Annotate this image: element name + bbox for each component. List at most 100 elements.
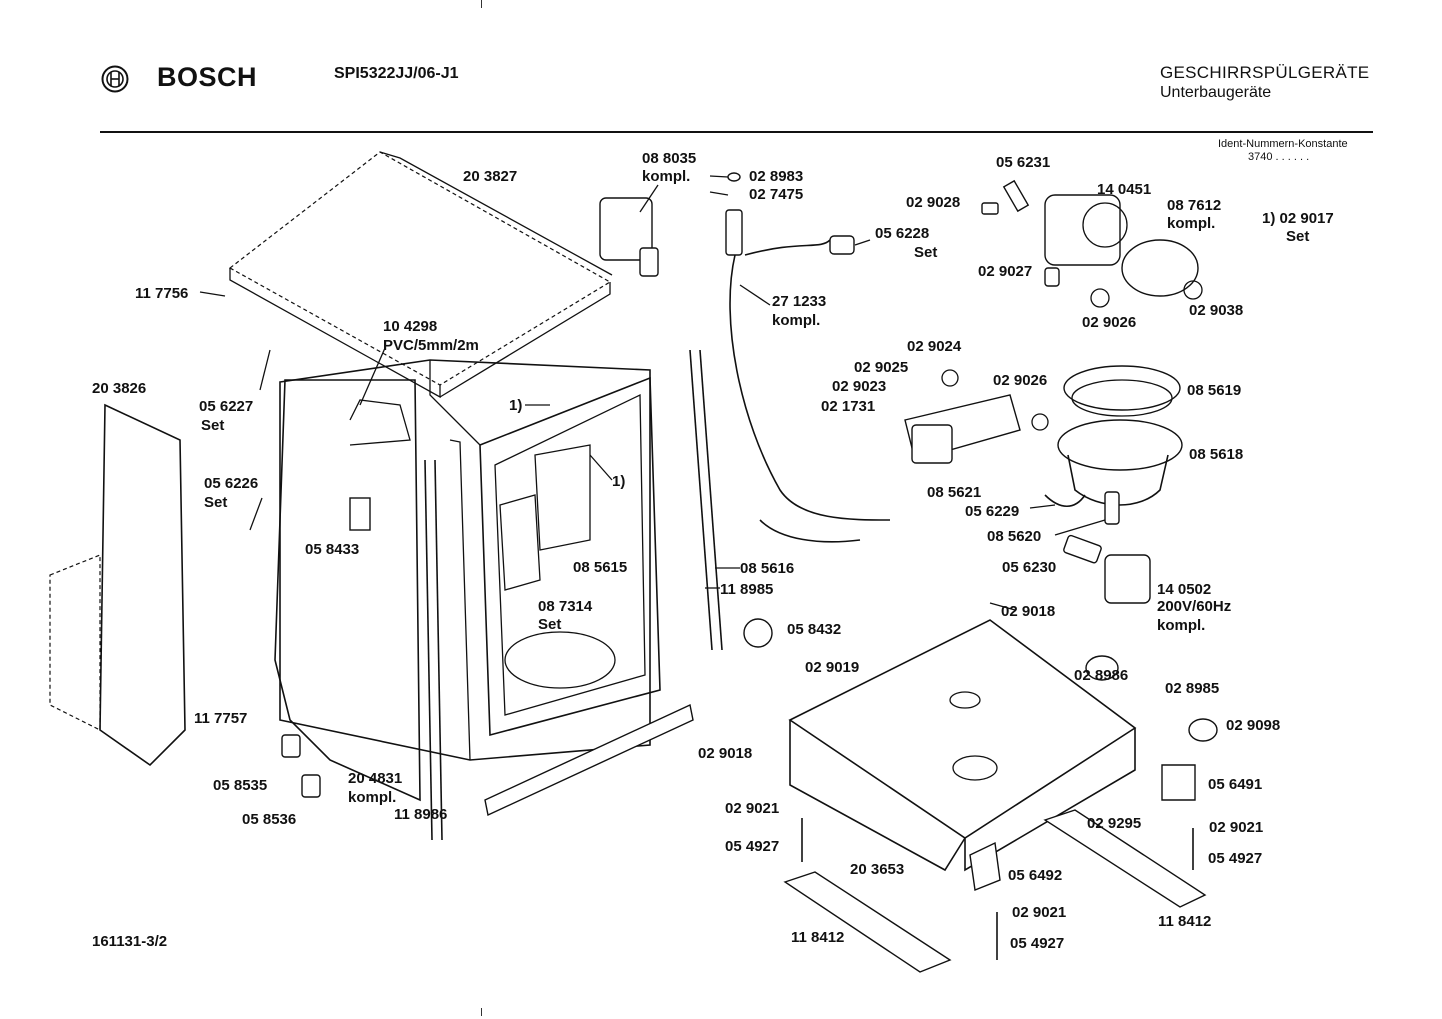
label-029021-center: 02 9021 [1012, 904, 1066, 921]
seal-strip-right [689, 349, 713, 651]
label-118412-right: 11 8412 [1158, 913, 1211, 930]
brand-name: BOSCH [157, 62, 258, 92]
document-number: 161131-3/2 [92, 933, 168, 950]
label-029025: 02 9025 [854, 359, 908, 376]
label-054927-left: 05 4927 [725, 838, 779, 855]
door-panel [274, 379, 421, 802]
label-118412-left: 11 8412 [791, 929, 844, 946]
label-028983: 02 8983 [749, 168, 803, 185]
tub-body [279, 359, 661, 761]
label-271233: 27 1233 [772, 293, 826, 310]
registration-mark-top [481, 0, 482, 8]
label-087314: 08 7314 [538, 598, 593, 615]
label-140502-kompl: kompl. [1157, 617, 1205, 634]
label-056230: 05 6230 [1002, 559, 1056, 576]
label-029018-top: 02 9018 [1001, 603, 1055, 620]
label-058432: 05 8432 [787, 621, 841, 638]
label-085618: 08 5618 [1189, 446, 1243, 463]
label-140451: 14 0451 [1097, 181, 1151, 198]
label-021731: 02 1731 [821, 398, 875, 415]
label-029019: 02 9019 [805, 659, 859, 676]
label-056227-set: Set [201, 417, 224, 434]
part-labels: 20 3827 11 7756 10 4298 PVC/5mm/2m 20 38… [92, 150, 1334, 952]
label-140502-voltage: 200V/60Hz [1157, 598, 1231, 615]
label-056231: 05 6231 [996, 154, 1050, 171]
label-058433: 05 8433 [305, 541, 359, 558]
label-029026-top: 02 9026 [1082, 314, 1136, 331]
switch-058535 [281, 734, 301, 758]
label-028985: 02 8985 [1165, 680, 1219, 697]
label-029023: 02 9023 [832, 378, 886, 395]
label-056491: 05 6491 [1208, 776, 1262, 793]
label-085621: 08 5621 [927, 484, 981, 501]
label-029295: 02 9295 [1087, 815, 1141, 832]
label-029021-right: 02 9021 [1209, 819, 1263, 836]
label-204831: 20 4831 [348, 770, 402, 787]
registration-mark-bottom [481, 1008, 482, 1016]
sump-assembly [1057, 365, 1183, 525]
sensor-029098 [1188, 718, 1218, 742]
label-028986: 02 8986 [1074, 667, 1128, 684]
drain-pump-assembly [981, 179, 1203, 308]
switch-058536 [301, 774, 321, 798]
label-118985: 11 8985 [720, 581, 773, 598]
label-029038: 02 9038 [1189, 302, 1243, 319]
label-note-1a: 1) [509, 397, 522, 414]
label-029028: 02 9028 [906, 194, 960, 211]
label-117756: 11 7756 [135, 285, 188, 302]
label-087612-kompl: kompl. [1167, 215, 1215, 232]
label-203653: 20 3653 [850, 861, 904, 878]
header-divider [100, 131, 1373, 133]
label-056227: 05 6227 [199, 398, 253, 415]
label-087314-set: Set [538, 616, 561, 633]
label-117757: 11 7757 [194, 710, 247, 727]
category-title: GESCHIRRSPÜLGERÄTE [1160, 63, 1370, 82]
category-subtitle: Unterbaugeräte [1160, 84, 1272, 101]
label-056226-set: Set [204, 494, 227, 511]
label-027475: 02 7475 [749, 186, 803, 203]
label-085615: 08 5615 [573, 559, 627, 576]
label-104298: 10 4298 [383, 318, 437, 335]
label-104298-spec: PVC/5mm/2m [383, 337, 479, 354]
seal-strip-left-inner [434, 459, 443, 841]
level-switch-assembly [904, 369, 1086, 508]
label-029024: 02 9024 [907, 338, 962, 355]
label-note-1b: 1) [612, 473, 625, 490]
bosch-logo-icon [101, 65, 129, 93]
foot-rail-left [783, 871, 952, 973]
inlet-valve-assembly [599, 172, 891, 543]
timer-058432 [743, 618, 773, 648]
label-056229: 05 6229 [965, 503, 1019, 520]
label-footnote-set: Set [1286, 228, 1309, 245]
label-088035-kompl: kompl. [642, 168, 690, 185]
label-203826: 20 3826 [92, 380, 146, 397]
label-085616: 08 5616 [740, 560, 794, 577]
label-140502: 14 0502 [1157, 581, 1211, 598]
label-029027: 02 9027 [978, 263, 1032, 280]
label-058535: 05 8535 [213, 777, 267, 794]
label-088035: 08 8035 [642, 150, 696, 167]
seal-strip-right-inner [699, 349, 723, 651]
bracket-056491 [1161, 764, 1196, 801]
cap-028986 [1085, 655, 1119, 681]
label-056228-set: Set [914, 244, 937, 261]
label-085620: 08 5620 [987, 528, 1041, 545]
ident-value: 3740 . . . . . . [1248, 151, 1310, 163]
ident-title: Ident-Nummern-Konstante [1218, 138, 1348, 150]
heater-pump [1063, 534, 1151, 604]
label-029098: 02 9098 [1226, 717, 1280, 734]
label-271233-kompl: kompl. [772, 312, 820, 329]
capacitor-058433 [349, 497, 371, 531]
side-panel-left [49, 403, 186, 767]
label-058536: 05 8536 [242, 811, 296, 828]
label-029026-mid: 02 9026 [993, 372, 1047, 389]
label-204831-kompl: kompl. [348, 789, 396, 806]
model-number: SPI5322JJ/06-J1 [334, 65, 459, 82]
kick-plate [484, 703, 694, 817]
label-056226: 05 6226 [204, 475, 258, 492]
label-085619: 08 5619 [1187, 382, 1241, 399]
label-056492: 05 6492 [1008, 867, 1062, 884]
worktop-lid [228, 151, 613, 399]
label-029021-left: 02 9021 [725, 800, 779, 817]
